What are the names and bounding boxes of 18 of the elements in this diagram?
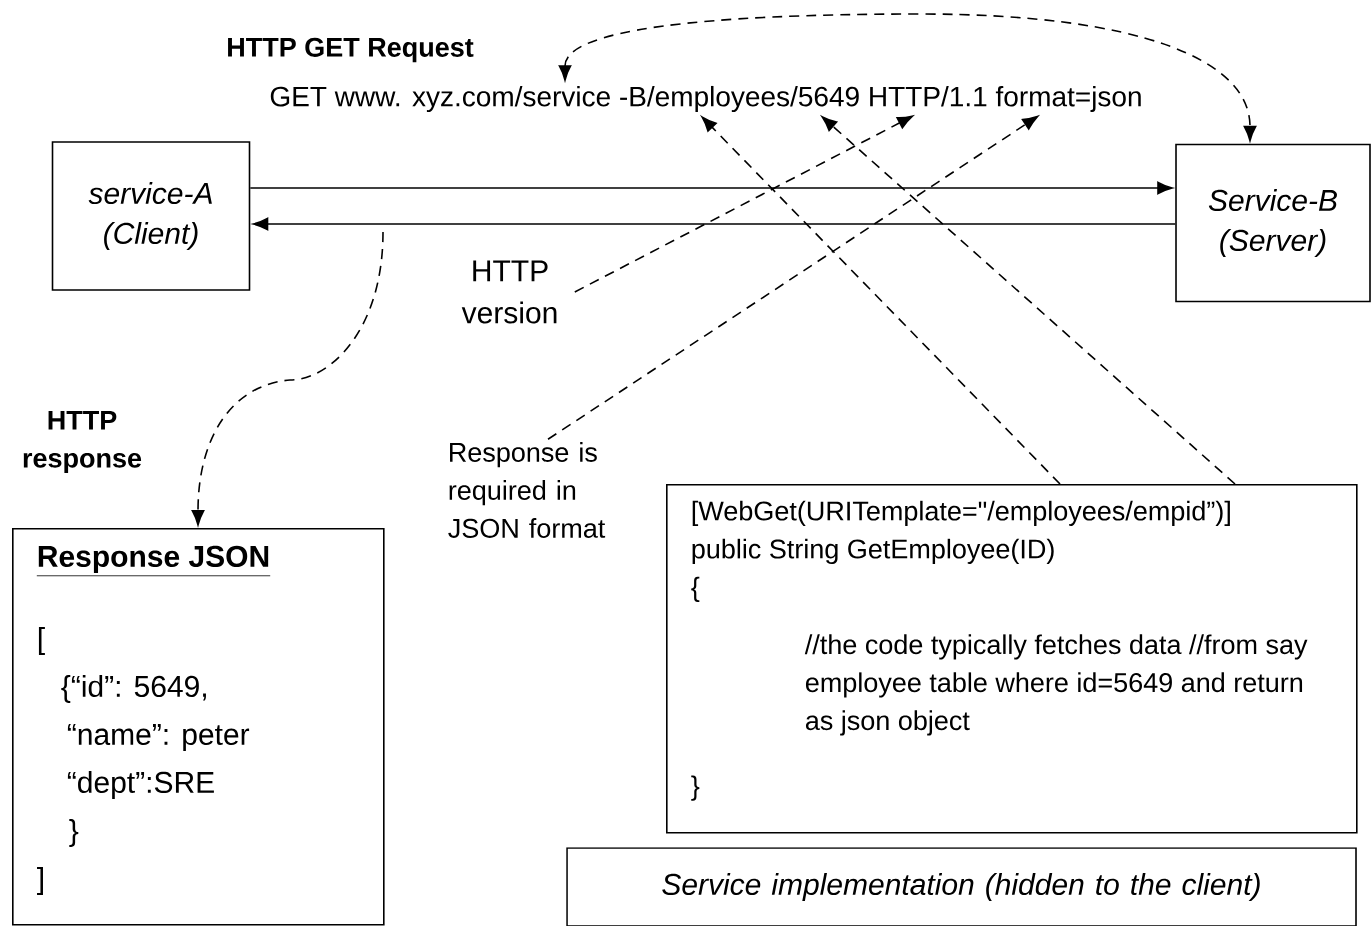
request-line: GET www. xyz.com/service -B/employees/5649 HTTP/1.1 format=json [270,85,1141,113]
arrow [249,181,1173,195]
heading: HTTP GET Request [228,37,474,63]
annotation-text: Response is required in JSON format [448,442,606,538]
annotation-text: HTTP response [23,410,142,474]
json-box: Response JSON [ {“id”: 5649, “name”: peter “dept”:SRE } ] [12,528,385,926]
arrow [252,217,1176,231]
client-box: service-A (Client) [51,141,251,291]
code-box: [WebGet(URITemplate="/employees/empid”)] public String GetEmployee(ID) { //the code typically fetches data //from say employee table where id=5649 and return as json object } [666,484,1358,834]
dashed-arrow [558,13,1257,142]
server-box: Service-B (Server) [1175,143,1371,303]
dashed-arrow [574,115,913,293]
dashed-arrow [547,115,1039,441]
dashed-arrow [191,231,384,526]
dashed-arrow [821,116,1236,485]
implementation-box: Service implementation (hidden to the client) [566,847,1357,926]
annotation-text: HTTP version [461,260,557,324]
dashed-arrow [701,116,1061,485]
